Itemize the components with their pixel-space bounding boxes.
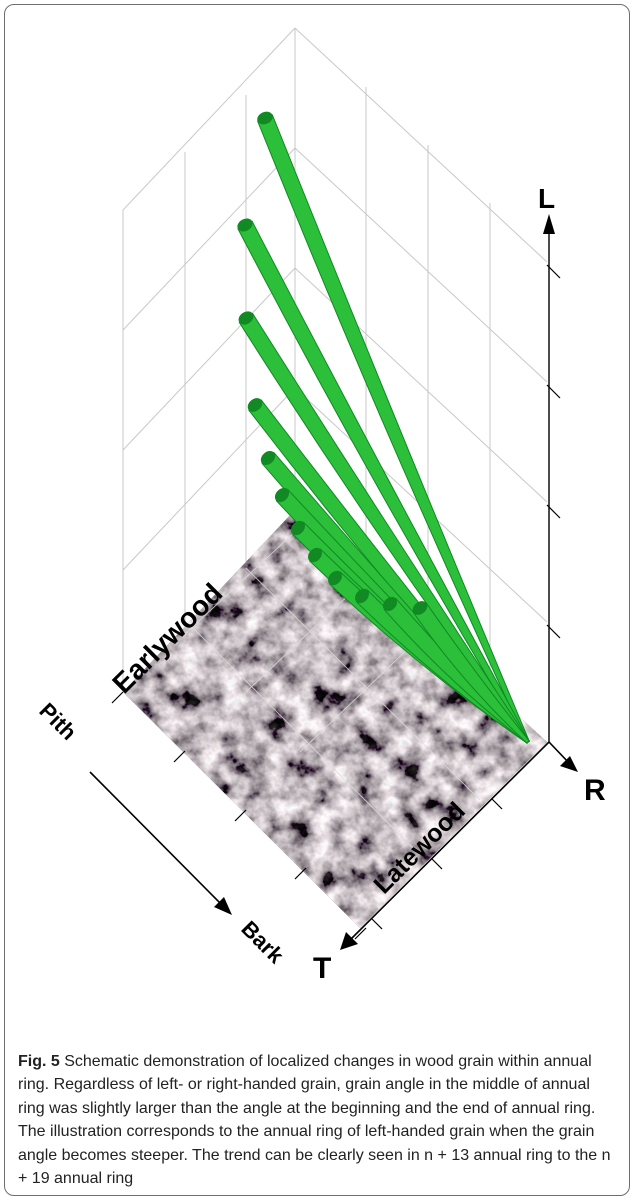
figure-caption: Fig. 5 Schematic demonstration of locali… [18,1050,618,1190]
grid-panel [122,27,548,692]
label-bark: Bark [236,916,289,969]
axis-label-t: T [313,952,331,985]
grain-fiber-tip [291,520,305,536]
grain-fiber-tip [257,111,273,125]
pith-bark-axis [89,691,367,940]
grain-fiber-tip [274,487,290,503]
caption-label: Fig. 5 [18,1053,60,1070]
grain-fiber-tip [355,588,369,604]
grain-fiber-tip [308,547,322,563]
r-axis [548,741,578,772]
grain-fiber-tip [238,311,254,325]
grain-fiber-tip [260,451,276,465]
axis-label-r: R [584,774,606,807]
grain-fiber-tip [412,601,428,615]
t-axis [340,741,550,950]
grain-fiber-tip [237,218,253,232]
grain-fiber-tip [247,398,263,412]
grain-fiber-tip [382,596,398,612]
grain-fibers [237,111,531,744]
label-pith: Pith [34,698,81,745]
caption-text: Schematic demonstration of localized cha… [18,1053,611,1188]
axis-label-l: L [538,183,555,214]
figure-frame [4,4,630,1196]
grain-fiber-tip [328,570,342,586]
wood-grain-figure: L R T Pith Bark Earlywood Latewood [34,27,606,985]
l-axis [543,214,561,742]
grain-fiber [413,602,530,744]
